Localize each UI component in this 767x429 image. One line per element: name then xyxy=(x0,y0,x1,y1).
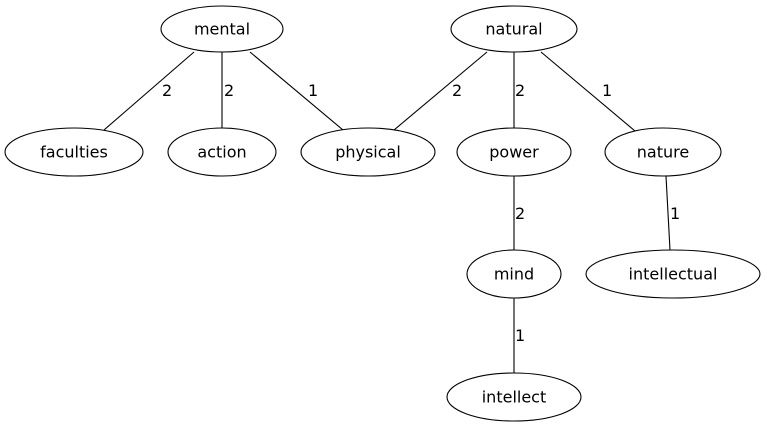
node-ellipse xyxy=(4,127,144,177)
node-ellipse xyxy=(450,5,578,53)
edge-natural-power: 2 xyxy=(513,52,525,128)
node-intellect: intellect xyxy=(446,372,582,422)
node-mental: mental xyxy=(160,5,284,53)
node-label: faculties xyxy=(40,143,108,162)
node-mind: mind xyxy=(466,249,562,299)
edge-weight-label: 1 xyxy=(515,326,525,345)
edge-line xyxy=(665,175,671,251)
node-natural: natural xyxy=(450,5,578,53)
node-ellipse xyxy=(604,127,722,177)
edge-line xyxy=(393,51,488,131)
node-intellectual: intellectual xyxy=(585,249,761,299)
node-ellipse xyxy=(160,5,284,53)
node-label: mental xyxy=(194,20,250,39)
node-layer: mental natural faculties action physical powe… xyxy=(4,5,761,422)
edge-power-mind: 2 xyxy=(513,176,525,250)
node-nature: nature xyxy=(604,127,722,177)
edge-mental-faculties: 2 xyxy=(103,51,195,131)
node-ellipse xyxy=(167,127,277,177)
edge-weight-label: 2 xyxy=(452,81,462,100)
node-ellipse xyxy=(585,249,761,299)
node-label: power xyxy=(489,143,539,162)
node-label: mind xyxy=(494,265,534,284)
edge-weight-label: 1 xyxy=(670,204,680,223)
edge-weight-label: 1 xyxy=(602,81,612,100)
edge-mind-intellect: 1 xyxy=(513,298,525,373)
node-ellipse xyxy=(300,127,436,177)
edge-natural-nature: 1 xyxy=(540,51,636,132)
node-label: nature xyxy=(637,143,689,162)
node-label: intellect xyxy=(482,388,547,407)
node-power: power xyxy=(456,127,572,177)
node-label: physical xyxy=(335,143,401,162)
node-label: action xyxy=(197,143,246,162)
edge-nature-intellectual: 1 xyxy=(665,175,680,251)
edge-weight-label: 2 xyxy=(515,204,525,223)
node-ellipse xyxy=(456,127,572,177)
edge-line xyxy=(103,51,195,131)
edge-weight-label: 2 xyxy=(515,81,525,100)
edge-weight-label: 1 xyxy=(308,81,318,100)
node-action: action xyxy=(167,127,277,177)
edge-line xyxy=(540,51,636,132)
edge-weight-label: 2 xyxy=(224,81,234,100)
edge-weight-label: 2 xyxy=(162,81,172,100)
edge-layer: 2 2 1 2 2 1 2 1 1 xyxy=(103,51,680,373)
node-physical: physical xyxy=(300,127,436,177)
node-label: intellectual xyxy=(629,265,718,284)
node-label: natural xyxy=(485,20,542,39)
edge-line xyxy=(249,51,344,131)
edge-natural-physical: 2 xyxy=(393,51,488,131)
node-ellipse xyxy=(466,249,562,299)
edge-mental-action: 2 xyxy=(221,52,234,128)
edge-mental-physical: 1 xyxy=(249,51,344,131)
node-faculties: faculties xyxy=(4,127,144,177)
node-ellipse xyxy=(446,372,582,422)
